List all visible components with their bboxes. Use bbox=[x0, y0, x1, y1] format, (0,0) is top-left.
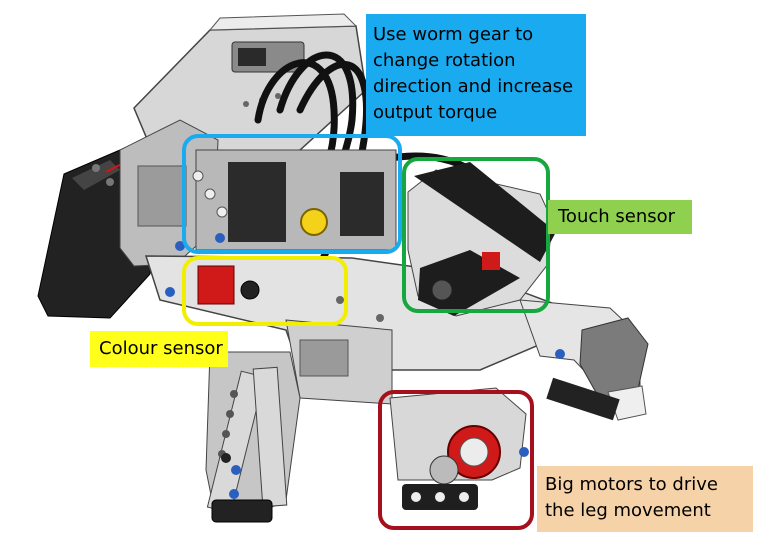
touch-sensor-callout: Touch sensor bbox=[548, 200, 692, 234]
worm-gear-callout-line-1: Use worm gear to bbox=[373, 24, 534, 45]
big-motors-callout-line-1: Big motors to drive bbox=[545, 474, 718, 495]
worm-gear-callout-line-3: direction and increase bbox=[373, 76, 574, 97]
worm-gear-highlight-box bbox=[182, 134, 402, 254]
big-motors-callout-line-2: the leg movement bbox=[545, 500, 711, 521]
right-front-leg bbox=[519, 299, 649, 421]
worm-gear-callout-line-2: change rotation bbox=[373, 50, 516, 71]
central-gearbox bbox=[175, 149, 397, 251]
rear-bracket bbox=[119, 119, 219, 267]
touch-sensor-assembly bbox=[407, 162, 556, 317]
touch-sensor-callout-line-1: Touch sensor bbox=[558, 206, 676, 227]
worm-gear-callout-line-4: output torque bbox=[373, 102, 498, 123]
touch-sensor-highlight-box bbox=[402, 157, 550, 313]
big-motor bbox=[389, 387, 529, 510]
left-leg bbox=[205, 351, 301, 523]
colour-sensor-highlight-box bbox=[182, 256, 348, 326]
colour-sensor-callout: Colour sensor bbox=[90, 331, 228, 367]
big-motors-callout: Big motors to drive the leg movement bbox=[537, 466, 753, 532]
worm-gear-callout: Use worm gear to change rotation directi… bbox=[366, 14, 586, 136]
big-motors-highlight-box bbox=[378, 390, 534, 530]
colour-sensor-callout-line-1: Colour sensor bbox=[99, 338, 223, 359]
